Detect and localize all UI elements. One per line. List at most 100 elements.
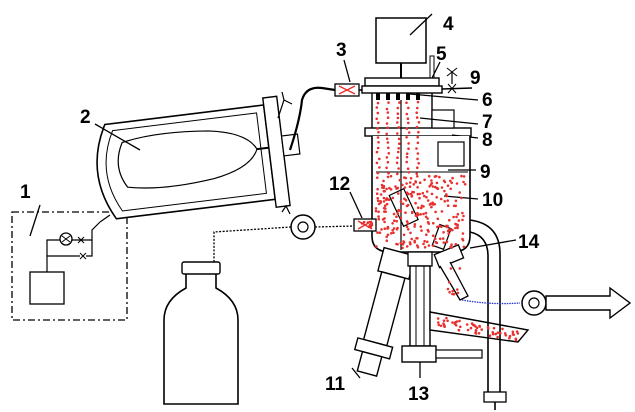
bottle-body [163,271,239,405]
spray-particle [378,157,381,161]
vessel-particle [432,244,435,247]
vessel-particle [460,174,463,178]
vessel-particle [427,174,431,178]
vessel-particle [375,192,379,195]
vessel-particle [424,211,428,215]
vessel-particle [432,221,435,225]
device-13-arm [435,349,483,359]
chute-particle [508,334,512,338]
vessel-particle [404,176,408,180]
vessel-particle [463,183,467,186]
duct-particle [446,287,450,291]
vessel-particle [382,196,386,200]
chute-particle [445,316,448,320]
vessel-particle [385,187,388,191]
vessel-particle [426,228,430,232]
label-10: 10 [482,190,503,211]
chute-particle [474,332,478,335]
spray-particle [417,162,421,165]
duct-particle [451,289,455,293]
vessel-particle [430,192,434,196]
spray-particle [407,171,411,174]
vessel-particle [385,239,389,242]
spray-particle [396,172,399,176]
vessel-particle [426,217,429,220]
vessel-particle [427,244,431,247]
chute-particle [446,319,449,323]
vessel-particle [446,224,449,228]
vessel-particle [399,241,403,245]
vessel-particle [409,177,413,180]
vessel-particle [423,194,426,198]
vessel-particle [435,241,439,245]
impeller-blade-left [388,187,419,228]
vessel-particle [377,217,381,221]
vessel-particle [408,181,412,184]
spray-particle [396,121,399,124]
transfer-tube [288,86,336,151]
vessel-particle [376,197,380,200]
vessel-particle [416,206,420,209]
vessel-particle [398,178,402,182]
discharge-11-nozzle [356,350,383,377]
vessel-particle [417,213,420,216]
vessel-particle [462,175,466,178]
chute-particle [514,338,518,342]
vessel-particle [382,206,386,210]
duct-particle [449,267,453,270]
chute-particle [504,334,508,337]
spray-particle [415,172,419,176]
vessel-particle [376,231,379,234]
vessel-particle [431,234,435,237]
vessel-particle [412,190,416,194]
label-13: 13 [408,384,429,405]
vessel-particle [410,194,414,197]
vessel-particle [450,243,453,246]
leader-3 [343,59,351,83]
spray-particle [407,131,411,134]
valve-mark-upper [77,236,85,244]
inlet-particle [360,222,364,225]
vessel-particle [441,237,445,240]
chute-particle [451,321,454,324]
vessel-particle [385,235,389,239]
valve-mark-lower [79,252,87,260]
vessel-particle [449,245,452,249]
vessel-particle [419,225,423,228]
spray-particle [397,137,401,141]
vessel-particle [389,174,393,178]
vessel-particle [381,186,384,189]
label-9-top: 9 [470,68,481,89]
pump-mark [61,235,71,243]
spray-particle [398,101,401,104]
device-13-base [401,345,437,363]
spray-particle [398,142,401,145]
vessel-particle [445,240,449,244]
vessel-particle [419,213,423,216]
vessel-particle [443,180,447,184]
vessel-particle [446,184,450,187]
vessel-particle [454,199,458,203]
spray-particle [405,155,409,159]
label-9-side: 9 [480,162,491,183]
vessel-particle [454,222,457,226]
side-pipe-6 [441,87,473,90]
spray-particle [407,142,410,145]
vessel-particle [408,185,412,188]
vessel-particle [448,218,451,222]
spray-particle [375,117,379,121]
vessel-particle [426,199,430,202]
duct-particle [448,290,451,294]
vessel-particle [374,207,378,210]
spray-particle [376,127,379,130]
spray-particle [416,157,419,161]
vessel-particle [461,239,465,242]
label-7: 7 [482,112,493,133]
spray-particle [415,116,419,119]
spray-nozzles [376,93,420,100]
chute-particle [455,320,459,323]
inlet-particle [370,222,374,225]
vessel-particle [386,175,390,179]
vessel-particle [416,237,419,240]
